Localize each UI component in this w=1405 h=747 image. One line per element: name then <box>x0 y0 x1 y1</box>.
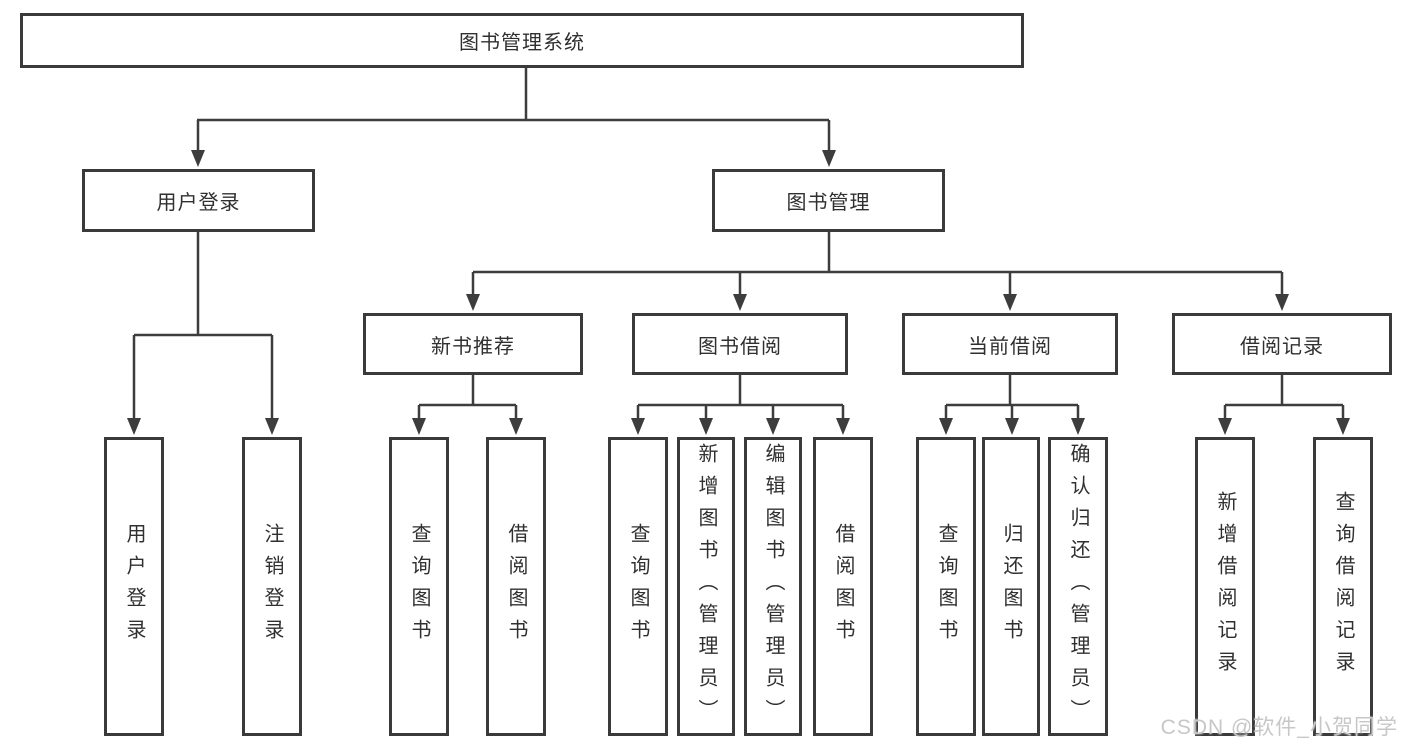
node-new-book-recommend-label: 新书推荐 <box>431 335 515 358</box>
leaf-logout: 注销登录 <box>242 437 302 736</box>
leaf-query-borrow-record: 查询借阅记录 <box>1313 437 1373 736</box>
node-current-borrowing-label: 当前借阅 <box>968 335 1052 358</box>
node-new-book-recommend: 新书推荐 <box>363 313 583 375</box>
arrowhead-icons <box>127 150 1350 435</box>
leaf-query-book-2: 查询图书 <box>608 437 668 736</box>
leaf-edit-book-admin: 编辑图书（管理员） <box>744 437 802 736</box>
leaf-query-book-3: 查询图书 <box>916 437 976 736</box>
leaf-add-book-admin: 新增图书（管理员） <box>677 437 735 736</box>
node-borrowing-records-label: 借阅记录 <box>1240 335 1324 358</box>
node-book-management-label: 图书管理 <box>786 192 871 214</box>
node-user-login-group-label: 用户登录 <box>156 192 241 214</box>
leaf-confirm-return-admin: 确认归还（管理员） <box>1048 437 1108 736</box>
leaf-add-borrow-record: 新增借阅记录 <box>1195 437 1255 736</box>
leaf-return-book: 归还图书 <box>982 437 1040 736</box>
node-book-borrowing: 图书借阅 <box>632 313 848 375</box>
node-root: 图书管理系统 <box>20 13 1024 68</box>
leaf-query-book-1: 查询图书 <box>389 437 449 736</box>
node-user-login-group: 用户登录 <box>82 169 315 232</box>
node-borrowing-records: 借阅记录 <box>1172 313 1392 375</box>
watermark: CSDN @软件_小贺同学 <box>1160 716 1398 739</box>
node-current-borrowing: 当前借阅 <box>902 313 1118 375</box>
node-book-borrowing-label: 图书借阅 <box>698 335 782 358</box>
leaf-user-login: 用户登录 <box>104 437 164 736</box>
node-book-management: 图书管理 <box>712 169 945 232</box>
node-root-label: 图书管理系统 <box>459 32 585 54</box>
leaf-borrow-book-1: 借阅图书 <box>486 437 546 736</box>
leaf-borrow-book-2: 借阅图书 <box>813 437 873 736</box>
